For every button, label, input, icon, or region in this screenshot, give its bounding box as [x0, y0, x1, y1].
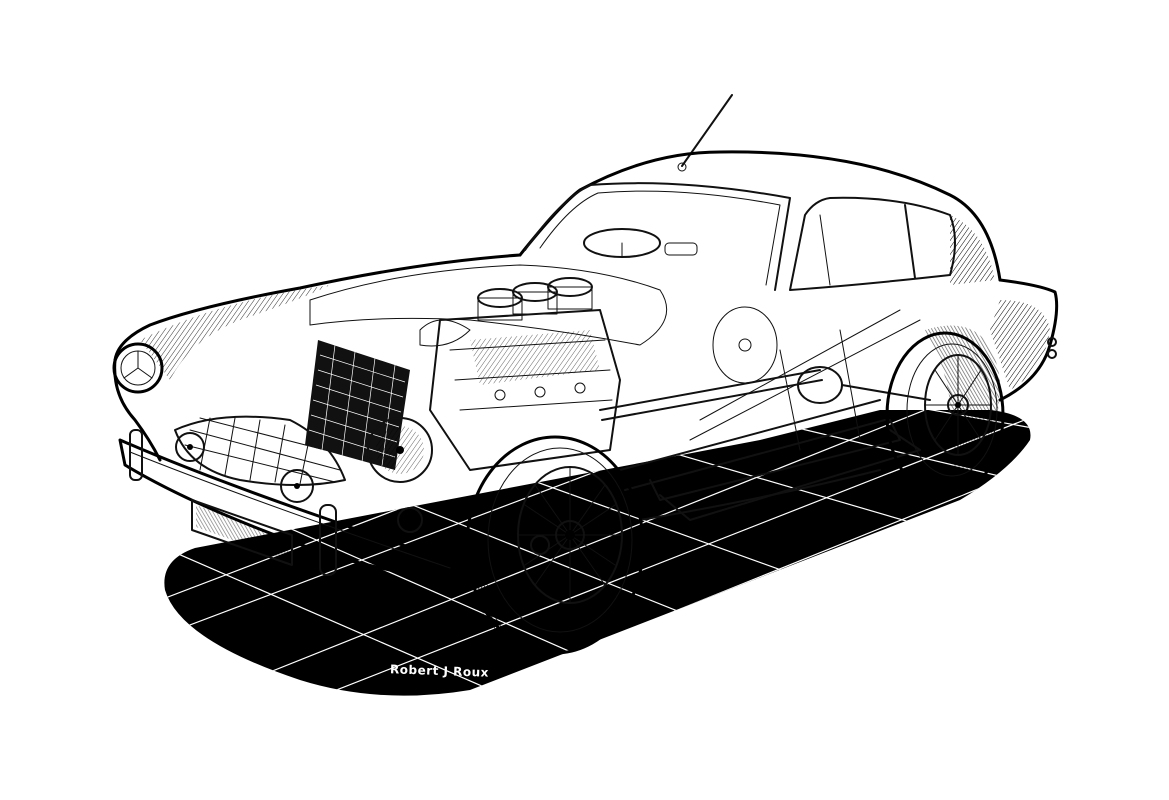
chassis-frame: [619, 309, 921, 521]
rear-wire-wheel: [885, 325, 1005, 499]
number-plate: [191, 499, 293, 566]
steering-wheel: [583, 228, 661, 258]
rear-view-mirror: [664, 242, 698, 256]
antenna: [677, 94, 733, 172]
headlamp: [112, 342, 164, 394]
fog-lamps: [175, 432, 314, 503]
front-wire-wheel: [465, 435, 645, 655]
rear-axle: [712, 306, 931, 404]
rear-bumper: [1047, 337, 1057, 359]
engine-block: [419, 309, 621, 471]
fan-pulley: [367, 417, 433, 533]
triple-carburettors: [477, 277, 593, 321]
body-outline: [113, 150, 1059, 521]
bumper-overrider: [319, 504, 337, 576]
front-grille: [174, 415, 346, 486]
propeller-shaft: [599, 369, 823, 421]
